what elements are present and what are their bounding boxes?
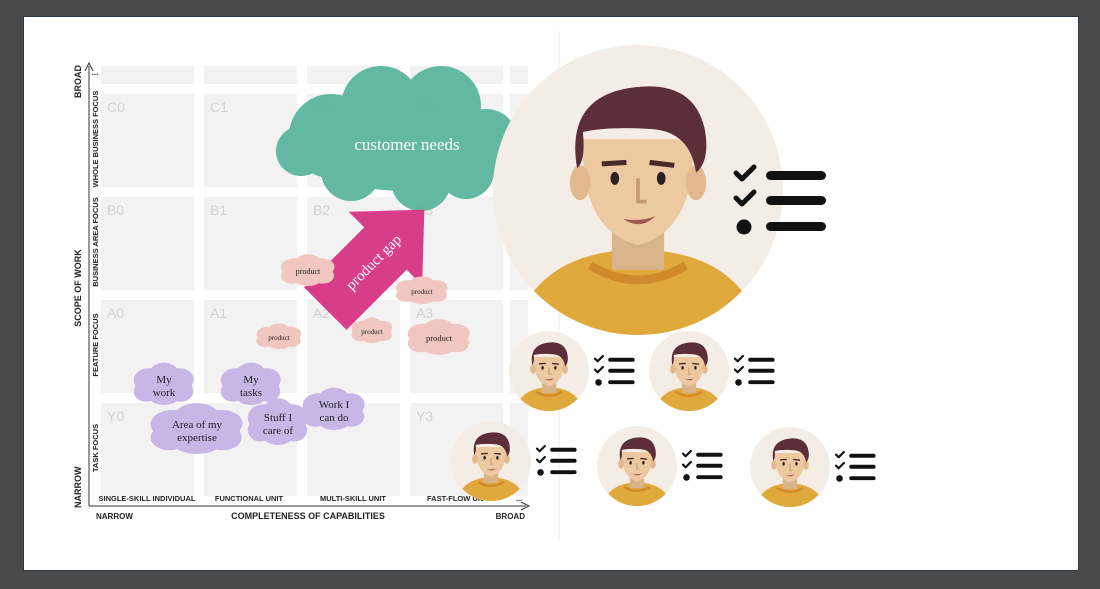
- grid-cell-label: B0: [107, 202, 124, 218]
- team-member: [750, 427, 876, 515]
- grid-cell-B0: [101, 197, 194, 290]
- customer-needs-label: customer needs: [354, 135, 459, 154]
- row-label-whole-business: WHOLE BUSINESS FOCUS: [91, 91, 100, 188]
- person-avatar-icon: [750, 427, 830, 515]
- product-clouds: product product product product product: [256, 254, 470, 355]
- product-cloud-label: product: [268, 334, 289, 342]
- team-member: [649, 331, 775, 419]
- x-axis-title: COMPLETENESS OF CAPABILITIES: [231, 511, 385, 521]
- product-cloud: product: [281, 254, 335, 286]
- work-cloud-label: Stuff I: [264, 412, 293, 424]
- work-cloud-label: My: [156, 374, 172, 386]
- work-cloud-label: My: [243, 374, 259, 386]
- x-axis-arrow-icon: [520, 501, 531, 511]
- grid-cell-more: [101, 66, 194, 84]
- y-axis-ellipsis: ...: [92, 68, 99, 77]
- col-label-more: ...: [516, 494, 522, 503]
- work-cloud-label: can do: [319, 412, 349, 424]
- product-cloud-label: product: [296, 267, 321, 276]
- product-cloud: product: [407, 318, 470, 355]
- grid-cell-more: [510, 66, 528, 84]
- work-cloud-label: care of: [263, 425, 294, 437]
- grid-cell-label: A3: [416, 305, 433, 321]
- row-label-business-area: BUSINESS AREA FOCUS: [91, 197, 100, 286]
- work-cloud-label: Area of my: [172, 419, 223, 431]
- slide-canvas: C0C1C2C3B0B1B2B3A0A1A2A3Y0Y1Y2Y3 BROAD N…: [23, 16, 1079, 571]
- grid-cell-label: B1: [210, 202, 227, 218]
- col-label-functional-unit: FUNCTIONAL UNIT: [215, 494, 284, 503]
- product-cloud: product: [396, 276, 448, 305]
- grid-cell-label: C0: [107, 99, 125, 115]
- product-cloud-label: product: [426, 333, 453, 343]
- work-cloud-label: tasks: [240, 387, 262, 399]
- team-topology-diagram: C0C1C2C3B0B1B2B3A0A1A2A3Y0Y1Y2Y3 BROAD N…: [73, 17, 1079, 541]
- col-label-multi-skill: MULTI-SKILL UNIT: [320, 494, 386, 503]
- y-axis-bottom-label: NARROW: [73, 466, 83, 508]
- work-cloud-label: work: [153, 387, 176, 399]
- grid-cell-label: C1: [210, 99, 228, 115]
- col-label-single-skill: SINGLE-SKILL INDIVIDUAL: [99, 494, 196, 503]
- checklist-icon: [836, 452, 876, 482]
- y-axis-arrow-icon: [84, 61, 94, 72]
- grid-cell-label: A1: [210, 305, 227, 321]
- grid-cell-label: A0: [107, 305, 124, 321]
- x-axis-right-label: BROAD: [496, 512, 526, 521]
- checklist-icon: [683, 451, 723, 481]
- checklist-icon: [595, 356, 635, 386]
- person-avatar-icon: [649, 331, 729, 419]
- work-cloud-label: Work I: [319, 399, 350, 411]
- grid-cell-label: Y3: [416, 408, 433, 424]
- grid-cell-label: Y0: [107, 408, 124, 424]
- grid-cell-C0: [101, 94, 194, 187]
- product-cloud: product: [351, 317, 393, 343]
- y-axis-title: SCOPE OF WORK: [73, 249, 83, 327]
- axes: BROAD NARROW SCOPE OF WORK WHOLE BUSINES…: [73, 61, 531, 521]
- grid-cell-label: B2: [313, 202, 330, 218]
- customer-needs-cloud: customer needs: [276, 66, 518, 211]
- col-label-fast-flow: FAST-FLOW UN: [427, 494, 483, 503]
- row-label-feature: FEATURE FOCUS: [91, 313, 100, 376]
- y-axis-top-label: BROAD: [73, 65, 83, 98]
- product-cloud-label: product: [411, 288, 432, 296]
- grid-cell-B3: [410, 197, 503, 290]
- team-member: [597, 426, 723, 514]
- work-cloud-label: expertise: [177, 432, 217, 444]
- person-avatar-icon: [597, 426, 677, 514]
- row-label-task: TASK FOCUS: [91, 424, 100, 472]
- checklist-icon: [735, 356, 775, 386]
- grid-cell-more: [204, 66, 297, 84]
- x-axis-left-label: NARROW: [96, 512, 133, 521]
- product-cloud-label: product: [361, 328, 382, 336]
- checklist-icon: [537, 446, 577, 476]
- product-cloud: product: [256, 323, 302, 349]
